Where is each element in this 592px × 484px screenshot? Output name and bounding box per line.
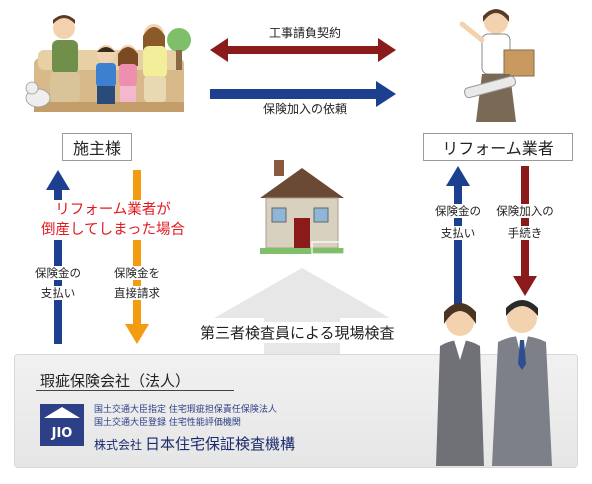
contract-double-arrow (210, 38, 396, 62)
left-payment-label-2: 支払い (38, 286, 78, 300)
procedure-label-2: 手続き (505, 226, 545, 240)
left-payment-label-1: 保険金の (33, 266, 83, 280)
procedure-label: 保険加入の 手続き (488, 200, 562, 244)
svg-text:JIO: JIO (51, 426, 73, 441)
company-prefix: 株式会社 (94, 438, 143, 452)
direct-claim-label-1: 保険金を (112, 266, 162, 280)
direct-claim-label: 保険金を 直接請求 (105, 263, 169, 303)
family-illustration (25, 15, 191, 112)
direct-claim-arrow (125, 170, 149, 344)
insurer-line-1: 国土交通大臣指定 住宅瑕疵担保責任保険法人 (94, 405, 277, 415)
insurer-company: 株式会社日本住宅保証検査機構 (94, 433, 295, 454)
procedure-label-1: 保険加入の (494, 204, 556, 218)
contractor-label: リフォーム業者 (423, 133, 573, 161)
house-icon (260, 160, 345, 255)
insurer-title-underline (36, 390, 234, 391)
insurer-line-2: 国土交通大臣登録 住宅性能評価機関 (94, 418, 241, 428)
inspection-label: 第三者検査員による現場検査 (196, 322, 399, 343)
inspectors-illustration (436, 300, 552, 466)
right-payment-label-2: 支払い (438, 226, 478, 240)
insurance-request-arrow (210, 81, 396, 107)
right-payment-arrow (446, 166, 470, 316)
left-payment-label: 保険金の 支払い (26, 263, 90, 303)
bankruptcy-note: リフォーム業者が 倒産してしまった場合 (28, 200, 198, 240)
insurer-title: 瑕疵保険会社（法人） (40, 372, 191, 390)
insurance-request-label: 保険加入の依頼 (262, 102, 347, 116)
insurer-panel (14, 354, 578, 468)
left-payment-arrow (46, 170, 70, 344)
bankruptcy-note-line-2: 倒産してしまった場合 (39, 220, 187, 240)
owner-label: 施主様 (62, 133, 132, 161)
right-payment-label-1: 保険金の (433, 204, 483, 218)
inspection-arrow (214, 268, 390, 354)
contract-label: 工事請負契約 (268, 26, 341, 40)
jio-logo: JIO (40, 404, 84, 446)
company-name: 日本住宅保証検査機構 (145, 435, 296, 453)
contractor-illustration (459, 9, 535, 122)
bankruptcy-note-line-1: リフォーム業者が (53, 200, 173, 220)
right-payment-label: 保険金の 支払い (424, 200, 492, 244)
direct-claim-label-2: 直接請求 (112, 286, 162, 300)
